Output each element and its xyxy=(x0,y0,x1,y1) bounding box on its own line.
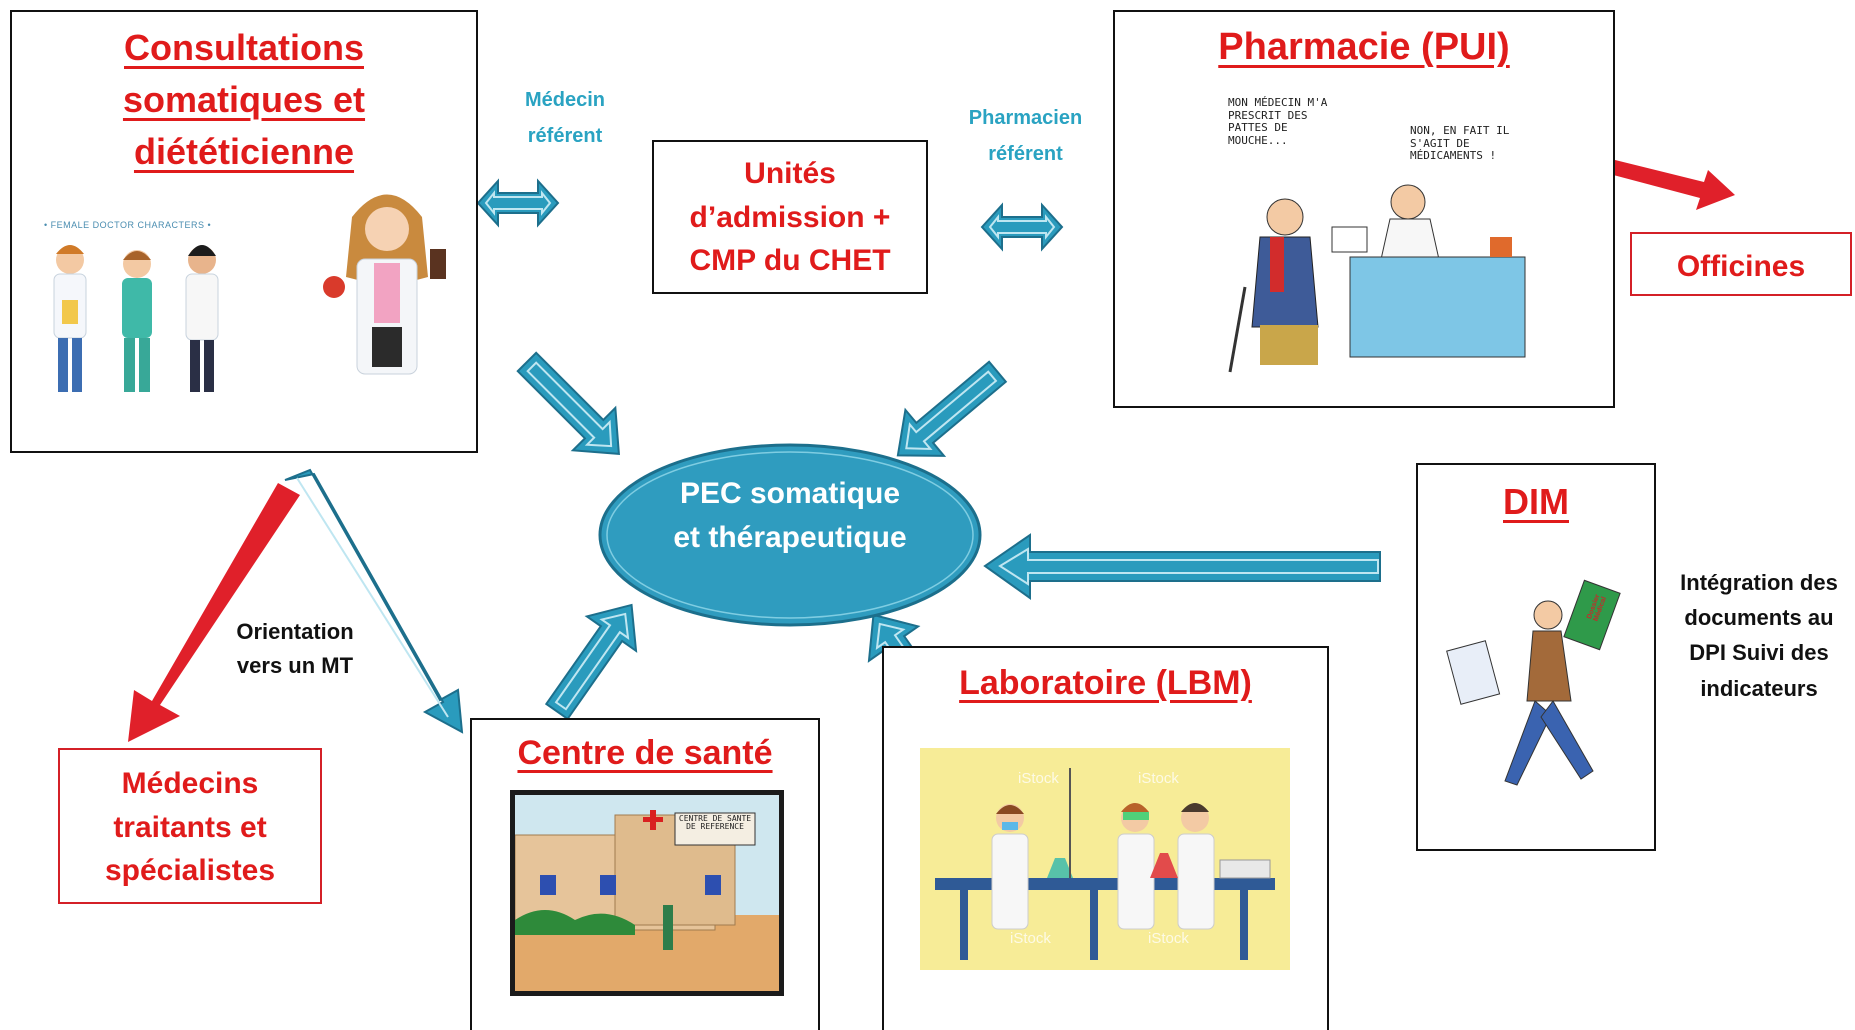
double-arrow-left xyxy=(476,178,560,228)
lab-watermark-2: iStock xyxy=(1138,770,1179,787)
laboratoire-title: Laboratoire (LBM) xyxy=(959,664,1252,702)
pharmacy-cartoon: MON MÉDECIN M'A PRESCRIT DES PATTES DE M… xyxy=(1200,87,1530,377)
cartoon-bubble-right: NON, EN FAIT IL S'AGIT DE MÉDICAMENTS ! xyxy=(1410,124,1510,163)
dim-box: DIM Dossier Médical xyxy=(1416,463,1656,851)
arrow-centre-to-pec xyxy=(544,603,638,721)
pec-text: PEC somatique et thérapeutique xyxy=(673,477,907,554)
officines-box: Officines xyxy=(1630,232,1852,296)
arrow-consultations-to-centre xyxy=(284,468,464,734)
lab-watermark-3: iStock xyxy=(1010,930,1051,947)
arrow-officines-red xyxy=(1602,158,1735,210)
arrow-dim-to-pec xyxy=(983,533,1381,600)
orientation-label: Orientation vers un MT xyxy=(236,619,354,679)
medecin-referent-label: Médecin référent xyxy=(524,89,606,147)
lab-watermark-1: iStock xyxy=(1018,770,1059,787)
dim-description: Intégration des documents au DPI Suivi d… xyxy=(1680,570,1838,701)
doctors-illustration: • FEMALE DOCTOR CHARACTERS • xyxy=(32,212,242,447)
health-centre-sign: CENTRE DE SANTE DE REFERENCE xyxy=(678,814,752,832)
consultations-box: Consultations somatiques et diététicienn… xyxy=(10,10,478,453)
health-centre-illustration: CENTRE DE SANTE DE REFERENCE xyxy=(510,790,784,996)
pharmacie-title: Pharmacie (PUI) xyxy=(1218,26,1510,68)
officines-text: Officines xyxy=(1676,250,1806,283)
laboratoire-box: Laboratoire (LBM) iStock iStock iStock i… xyxy=(882,646,1329,1030)
centre-sante-title: Centre de santé xyxy=(517,734,773,772)
cartoon-bubble-left: MON MÉDECIN M'A PRESCRIT DES PATTES DE M… xyxy=(1228,96,1328,147)
centre-sante-box: Centre de santé CENTRE DE SANTE DE REFER… xyxy=(470,718,820,1030)
unites-box: Unités d’admission + CMP du CHET xyxy=(652,140,928,294)
lab-watermark-4: iStock xyxy=(1148,930,1189,947)
medecins-traitants-box: Médecins traitants et spécialistes xyxy=(58,748,322,904)
unites-text: Unités d’admission + CMP du CHET xyxy=(689,157,891,277)
pec-ellipse xyxy=(598,443,982,627)
pharmacie-box: Pharmacie (PUI) MON MÉDECIN M'A PRESCRIT… xyxy=(1113,10,1615,408)
consultations-title: Consultations somatiques et diététicienn… xyxy=(122,27,366,173)
lab-illustration: iStock iStock iStock iStock xyxy=(920,748,1290,970)
arrow-orientation-red xyxy=(128,483,300,742)
arrow-consultations-to-pec xyxy=(516,351,620,455)
double-arrow-right xyxy=(980,202,1064,252)
dim-title: DIM xyxy=(1503,481,1569,522)
pharmacien-referent-label: Pharmacien référent xyxy=(968,107,1083,165)
dim-illustration: Dossier Médical xyxy=(1443,575,1643,805)
arrow-pharmacie-to-pec xyxy=(896,360,1008,457)
dietitian-illustration xyxy=(312,177,462,387)
medecins-traitants-text: Médecins traitants et spécialistes xyxy=(104,767,276,887)
illustration-caption: • FEMALE DOCTOR CHARACTERS • xyxy=(44,220,212,230)
